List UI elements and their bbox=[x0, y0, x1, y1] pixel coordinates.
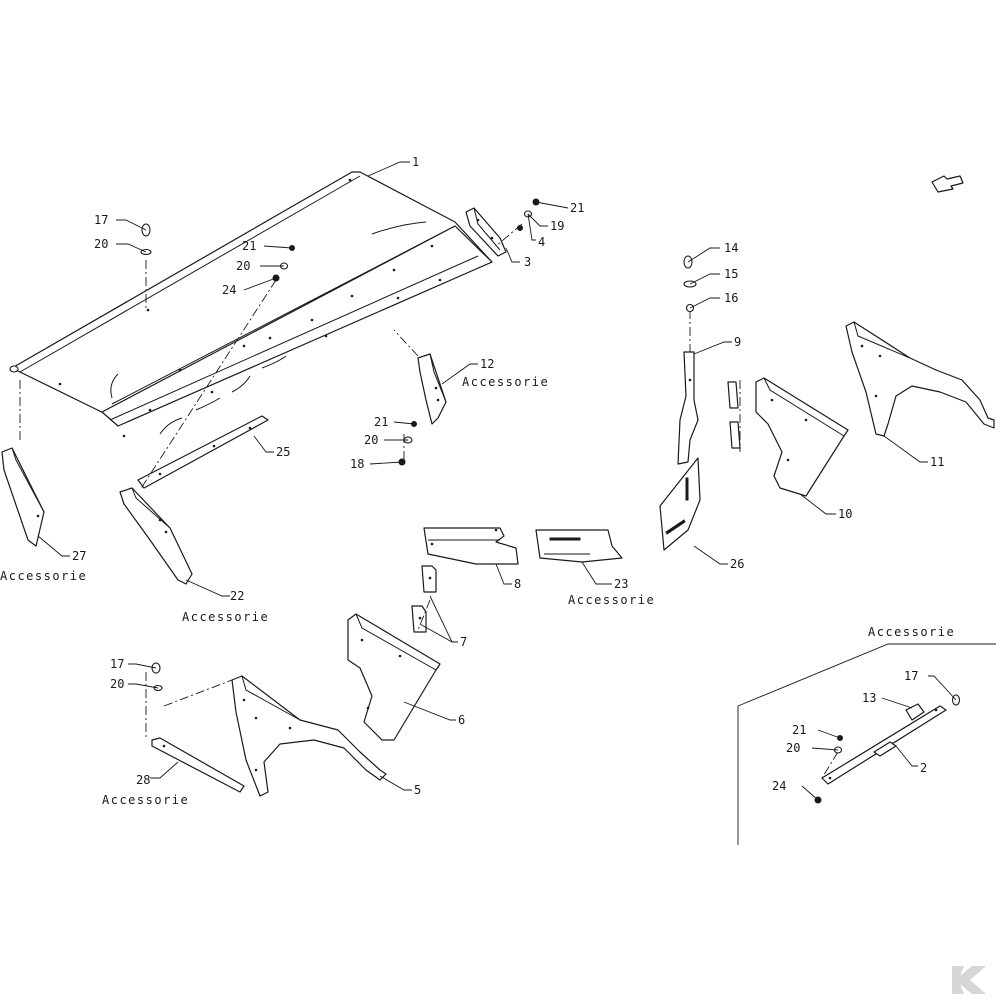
part-7-hinge-right bbox=[727, 381, 741, 449]
part-12-side-plate bbox=[417, 353, 447, 425]
inset-accessory-box bbox=[737, 643, 996, 845]
accessory-label-27: Accessorie bbox=[0, 569, 87, 583]
callout-15: 15 bbox=[724, 267, 738, 281]
callout-7: 7 bbox=[460, 635, 467, 649]
part-28-bar bbox=[151, 737, 245, 793]
part-5-curved-support bbox=[231, 675, 387, 797]
callout-labels: 1 21 19 4 3 17 20 21 20 24 25 12 Accesso… bbox=[0, 155, 955, 807]
callout-21: 21 bbox=[792, 723, 806, 737]
part-1-top-cover bbox=[9, 171, 493, 438]
part-6-side-panel bbox=[347, 613, 441, 741]
part-10-right-panel bbox=[755, 377, 849, 497]
callout-28: 28 bbox=[136, 773, 150, 787]
leader-lines bbox=[37, 161, 957, 801]
callout-26: 26 bbox=[730, 557, 744, 571]
callout-20: 20 bbox=[236, 259, 250, 273]
accessory-label-23: Accessorie bbox=[568, 593, 655, 607]
callout-14: 14 bbox=[724, 241, 738, 255]
callout-22: 22 bbox=[230, 589, 244, 603]
part-25-flat-bar bbox=[137, 415, 269, 489]
callout-12: 12 bbox=[480, 357, 494, 371]
callout-17: 17 bbox=[904, 669, 918, 683]
accessory-label-12: Accessorie bbox=[462, 375, 549, 389]
callout-25: 25 bbox=[276, 445, 290, 459]
part-2-inset-bar bbox=[821, 705, 947, 785]
callout-16: 16 bbox=[724, 291, 738, 305]
callout-8: 8 bbox=[514, 577, 521, 591]
callout-5: 5 bbox=[414, 783, 421, 797]
callout-20: 20 bbox=[110, 677, 124, 691]
callout-6: 6 bbox=[458, 713, 465, 727]
callout-1: 1 bbox=[412, 155, 419, 169]
callout-27: 27 bbox=[72, 549, 86, 563]
accessory-label-28: Accessorie bbox=[102, 793, 189, 807]
callout-23: 23 bbox=[614, 577, 628, 591]
part-26-side-plate bbox=[659, 457, 701, 551]
callout-18: 18 bbox=[350, 457, 364, 471]
part-7-hinge-brackets bbox=[411, 565, 437, 633]
part-3-bracket bbox=[465, 207, 507, 257]
accessory-label-22: Accessorie bbox=[182, 610, 269, 624]
callout-11: 11 bbox=[930, 455, 944, 469]
callout-13: 13 bbox=[862, 691, 876, 705]
callout-21: 21 bbox=[242, 239, 256, 253]
callout-20: 20 bbox=[786, 741, 800, 755]
orientation-arrow-icon bbox=[931, 175, 964, 193]
part-13-inset-latch bbox=[905, 703, 925, 721]
callout-17: 17 bbox=[110, 657, 124, 671]
callout-21: 21 bbox=[374, 415, 388, 429]
bolt-icon bbox=[517, 225, 523, 231]
callout-10: 10 bbox=[838, 507, 852, 521]
callout-24: 24 bbox=[772, 779, 786, 793]
part-11-curved-support bbox=[845, 321, 995, 437]
callout-4: 4 bbox=[538, 235, 545, 249]
callout-21: 21 bbox=[570, 201, 584, 215]
callout-9: 9 bbox=[734, 335, 741, 349]
callout-2: 2 bbox=[920, 761, 927, 775]
accessory-label-inset: Accessorie bbox=[868, 625, 955, 639]
callout-17: 17 bbox=[94, 213, 108, 227]
part-23-plate bbox=[535, 529, 623, 563]
part-8-channel bbox=[423, 527, 519, 565]
part-22-side-panel bbox=[119, 487, 193, 585]
callout-3: 3 bbox=[524, 255, 531, 269]
part-9-side-strip bbox=[677, 351, 699, 465]
callout-24: 24 bbox=[222, 283, 236, 297]
watermark-logo-icon bbox=[952, 966, 986, 994]
part-27-side-panel bbox=[1, 447, 45, 547]
callout-20: 20 bbox=[94, 237, 108, 251]
callout-20: 20 bbox=[364, 433, 378, 447]
callout-19: 19 bbox=[550, 219, 564, 233]
